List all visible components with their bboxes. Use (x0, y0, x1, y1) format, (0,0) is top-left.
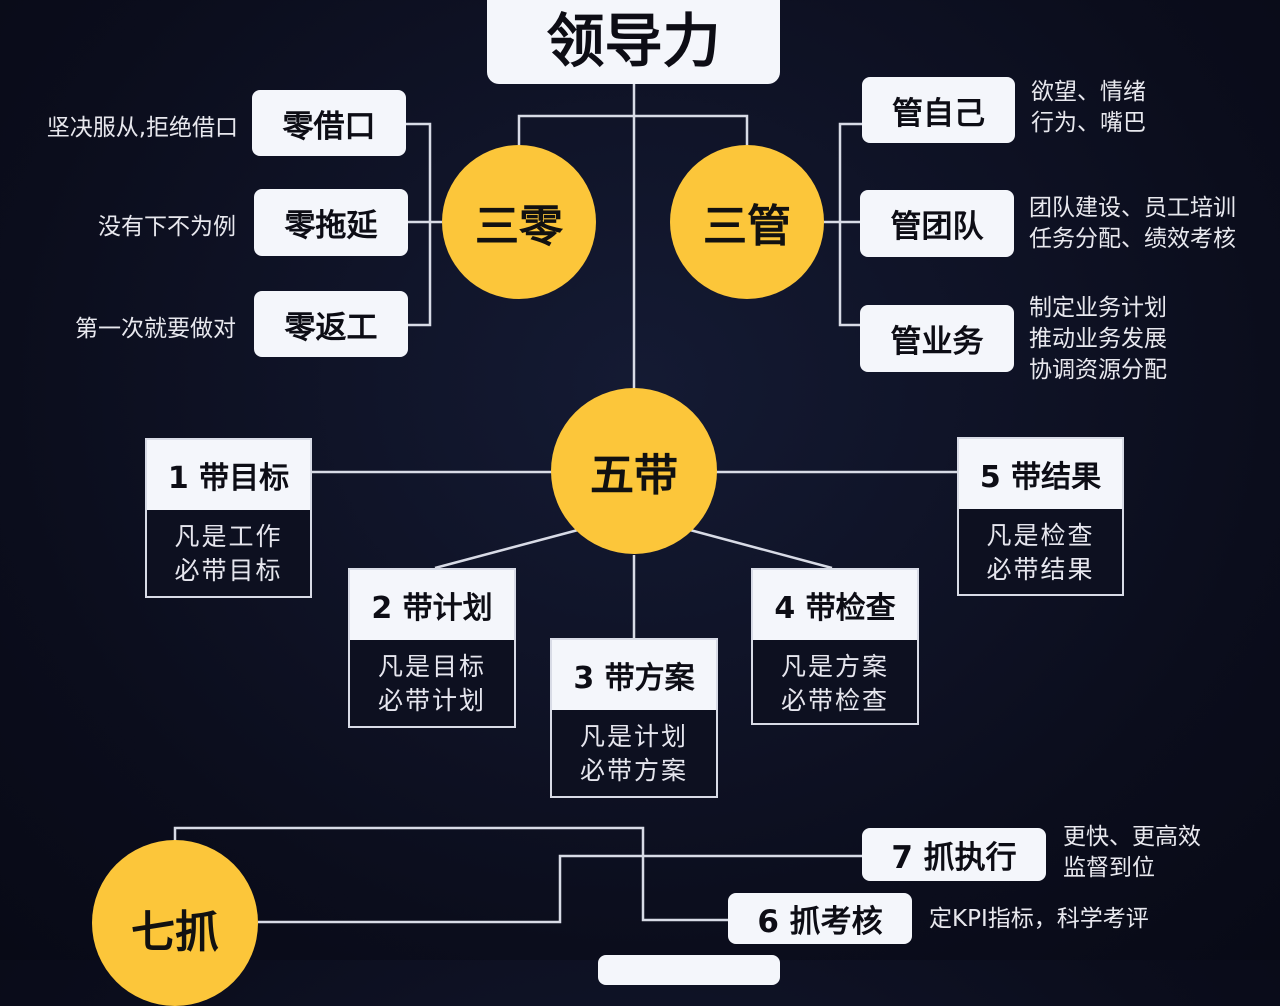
wu-dai-circle: 五带 (551, 388, 717, 554)
ling-desc: 没有下不为例 (98, 214, 236, 240)
ling-tuoyan-box: 零拖延 (254, 189, 408, 256)
guan-tuandui-desc: 团队建设、员工培训任务分配、绩效考核 (1029, 193, 1236, 255)
san-ling-circle: 三零 (442, 145, 596, 299)
text: 协调资源分配 (1029, 357, 1167, 383)
dai-box-3: 3 带方案凡是计划必带方案 (550, 638, 718, 798)
text: 必带计划 (377, 686, 486, 715)
zhua-zhixing-box: 7 抓执行 (862, 828, 1046, 881)
text: 凡是工作 (174, 522, 283, 551)
text: 更快、更高效 (1063, 824, 1201, 850)
text: 行为、嘴巴 (1031, 110, 1146, 136)
text: 制定业务计划 (1029, 295, 1167, 321)
guan-label: 管业务 (890, 324, 984, 360)
san-guan-label: 三管 (703, 201, 791, 252)
wu-dai-label: 五带 (590, 450, 678, 501)
text: 3 带方案 (552, 640, 716, 710)
text: 必带方案 (579, 756, 688, 785)
dai-box-1: 1 带目标凡是工作必带目标 (145, 438, 312, 598)
guan-ziji-desc: 欲望、情绪行为、嘴巴 (1031, 77, 1146, 139)
guan-ziji-box: 管自己 (862, 77, 1015, 143)
title-box: 领导力 (487, 0, 780, 84)
qi-zhua-label: 七抓 (131, 907, 219, 958)
text: 欲望、情绪 (1031, 79, 1146, 105)
connector-lines (173, 84, 957, 924)
zhua-label: 7 抓执行 (891, 840, 1017, 876)
zhua-zhixing-desc: 更快、更高效监督到位 (1063, 822, 1201, 884)
san-ling-label: 三零 (475, 201, 563, 252)
dai-box-2: 2 带计划凡是目标必带计划 (348, 568, 516, 728)
text: 推动业务发展 (1029, 326, 1167, 352)
text: 定KPI指标，科学考评 (929, 906, 1149, 932)
text: 1 带目标 (147, 440, 310, 510)
text: 必带检查 (780, 686, 889, 715)
zhua-label: 6 抓考核 (757, 904, 883, 940)
text: 5 带结果 (959, 439, 1122, 509)
qi-zhua-circle: 七抓 (92, 840, 258, 1006)
text: 2 带计划 (350, 570, 514, 640)
zhua-kaohe-desc: 定KPI指标，科学考评 (929, 904, 1149, 935)
guan-label: 管团队 (890, 209, 984, 245)
text: 监督到位 (1063, 855, 1155, 881)
ling-jiekou-box: 零借口 (252, 90, 406, 156)
guan-tuandui-box: 管团队 (860, 190, 1014, 257)
text: 凡是方案 (780, 652, 889, 681)
text: 凡是检查 (986, 521, 1095, 550)
guan-yewu-box: 管业务 (860, 305, 1014, 372)
ling-fangong-box: 零返工 (254, 291, 408, 357)
text: 任务分配、绩效考核 (1029, 226, 1236, 252)
ling-label: 零拖延 (284, 208, 378, 244)
text: 凡是目标 (377, 652, 486, 681)
text: 必带目标 (174, 556, 283, 585)
text: 必带结果 (986, 555, 1095, 584)
zhua-kaohe-box: 6 抓考核 (728, 893, 912, 944)
dai-box-4: 4 带检查凡是方案必带检查 (751, 568, 919, 725)
ling-desc: 坚决服从,拒绝借口 (46, 115, 238, 141)
text: 4 带检查 (753, 570, 917, 640)
text: 团队建设、员工培训 (1029, 195, 1236, 221)
title: 领导力 (546, 7, 721, 75)
text: 凡是计划 (579, 722, 688, 751)
dai-box-5: 5 带结果凡是检查必带结果 (957, 437, 1124, 596)
san-guan-circle: 三管 (670, 145, 824, 299)
ling-desc: 第一次就要做对 (75, 316, 236, 342)
ling-label: 零返工 (284, 309, 378, 346)
guan-yewu-desc: 制定业务计划推动业务发展协调资源分配 (1029, 293, 1167, 386)
ling-label: 零借口 (282, 108, 376, 145)
guan-label: 管自己 (892, 95, 985, 132)
